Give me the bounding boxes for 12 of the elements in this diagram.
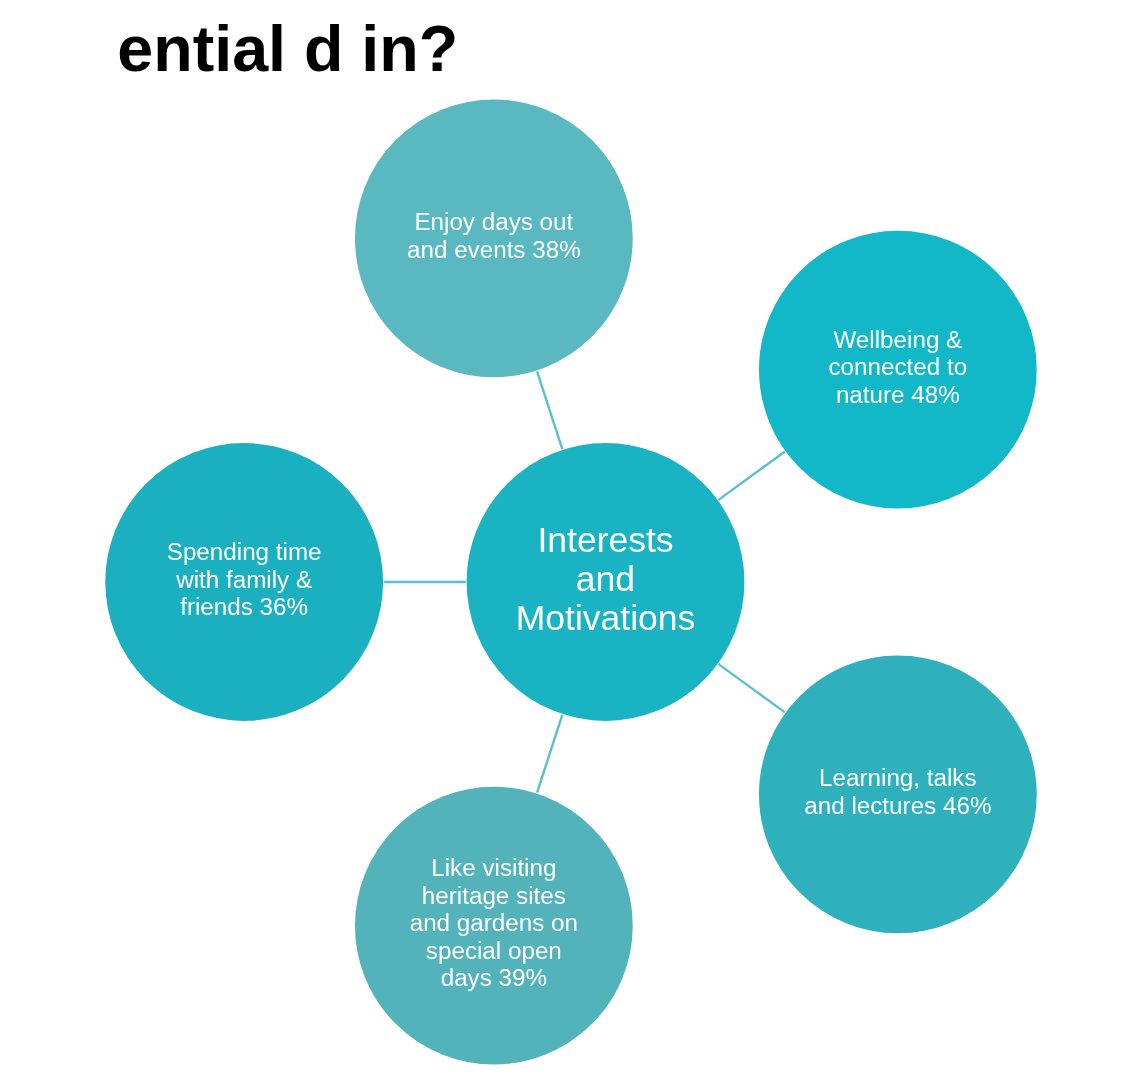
connector — [717, 450, 785, 501]
node-circle: Spending time with family & friends 36% — [103, 441, 385, 723]
node-circle: Interests and Motivations — [464, 441, 746, 723]
connector — [535, 371, 563, 450]
node-circle: Enjoy days out and events 38% — [352, 97, 634, 379]
node-circle: Like visiting heritage sites and gardens on special open days 39% — [352, 785, 634, 1067]
connector — [535, 714, 563, 793]
node-circle: Learning, talks and lectures 46% — [756, 653, 1038, 935]
diagram-title: ential d in? — [116, 13, 458, 86]
connector — [717, 663, 785, 714]
connector — [383, 580, 466, 584]
node-circle: Wellbeing & connected to nature 48% — [756, 229, 1038, 511]
